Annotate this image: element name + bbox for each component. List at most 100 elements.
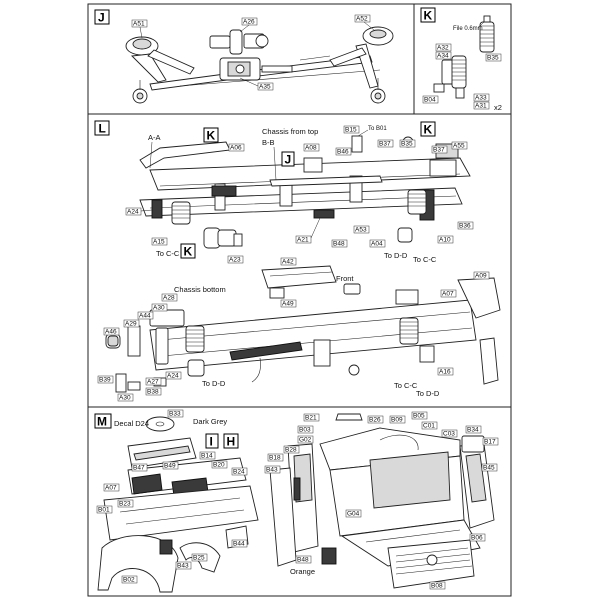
panel-l-bottom-labels: A49 Front A09 A07 Chassis bottom A28 A30… (97, 271, 490, 402)
svg-text:B03: B03 (299, 427, 311, 434)
svg-text:B15: B15 (345, 127, 357, 134)
svg-text:B47: B47 (133, 465, 145, 472)
svg-text:A10: A10 (439, 237, 451, 244)
svg-text:A42: A42 (282, 259, 294, 266)
svg-text:A35: A35 (259, 84, 271, 91)
svg-text:To C-C: To C-C (156, 249, 180, 258)
svg-text:A53: A53 (355, 227, 367, 234)
svg-text:B45: B45 (483, 465, 495, 472)
svg-text:A33: A33 (475, 95, 487, 102)
panel-l-top-labels: A-A Chassis from top B-B To B01 A06 A08 … (125, 125, 474, 266)
svg-text:A07: A07 (105, 485, 117, 492)
ref-badge-i: I (205, 433, 219, 449)
svg-text:File 0.6mm: File 0.6mm (453, 26, 483, 32)
svg-text:B17: B17 (484, 439, 496, 446)
svg-text:B23: B23 (119, 501, 131, 508)
ref-badge-h: H (223, 433, 239, 449)
svg-text:B37: B37 (433, 147, 445, 154)
svg-text:B18: B18 (269, 455, 281, 462)
svg-text:B43: B43 (177, 563, 189, 570)
svg-text:A24: A24 (167, 373, 179, 380)
step-badge-k: K (420, 7, 436, 23)
svg-text:B-B: B-B (262, 138, 275, 147)
svg-text:B28: B28 (285, 447, 297, 454)
svg-text:A-A: A-A (148, 133, 161, 142)
svg-text:B36: B36 (459, 223, 471, 230)
svg-text:A46: A46 (105, 329, 117, 336)
svg-text:To D-D: To D-D (416, 389, 440, 398)
step-badge-j: J (94, 9, 110, 25)
svg-text:B05: B05 (413, 413, 425, 420)
svg-text:A15: A15 (153, 239, 165, 246)
svg-text:A09: A09 (475, 273, 487, 280)
svg-text:B48: B48 (333, 241, 345, 248)
svg-text:K: K (207, 129, 216, 143)
svg-text:A29: A29 (125, 321, 137, 328)
svg-text:Chassis bottom: Chassis bottom (174, 285, 226, 294)
svg-text:A30: A30 (119, 395, 131, 402)
dashboard-fender-assembly (97, 416, 259, 593)
svg-text:J: J (98, 11, 105, 25)
svg-text:A32: A32 (437, 45, 449, 52)
svg-text:A30: A30 (153, 305, 165, 312)
svg-text:A16: A16 (439, 369, 451, 376)
svg-text:B26: B26 (369, 417, 381, 424)
svg-text:B38: B38 (147, 389, 159, 396)
svg-text:To C-C: To C-C (394, 381, 418, 390)
svg-text:A07: A07 (442, 291, 454, 298)
panel-k-labels: File 0.6mm A32 A34 B35 B04 A33 A31 x2 (422, 21, 502, 112)
svg-text:B14: B14 (201, 453, 213, 460)
shock-absorber-assembly (433, 15, 495, 99)
svg-text:B25: B25 (193, 555, 205, 562)
svg-text:Front: Front (336, 274, 354, 283)
svg-text:H: H (227, 435, 236, 449)
svg-text:B04: B04 (424, 97, 436, 104)
front-axle-assembly (125, 26, 394, 104)
svg-text:A52: A52 (356, 16, 368, 23)
svg-text:A26: A26 (243, 19, 255, 26)
svg-text:B35: B35 (401, 141, 413, 148)
svg-text:Orange: Orange (290, 567, 315, 576)
panel-j-labels: A51 A26 A52 A35 (131, 14, 375, 91)
panel-m-right-labels: B21 B26 B09 B05 C01 C03 B34 B17 B03 G02 … (264, 411, 499, 590)
svg-text:B33: B33 (169, 411, 181, 418)
svg-text:J: J (285, 153, 292, 167)
svg-text:A51: A51 (133, 21, 145, 28)
svg-text:I: I (210, 435, 213, 449)
svg-text:B34: B34 (467, 427, 479, 434)
svg-text:M: M (97, 415, 107, 429)
svg-text:A21: A21 (297, 237, 309, 244)
svg-text:To D-D: To D-D (384, 251, 408, 260)
chassis-bottom-view (105, 265, 501, 393)
svg-text:B02: B02 (123, 577, 135, 584)
svg-text:G02: G02 (299, 437, 312, 444)
step-badge-l: L (94, 120, 110, 136)
svg-text:B49: B49 (164, 463, 176, 470)
svg-text:B01: B01 (98, 507, 110, 514)
svg-text:A44: A44 (139, 313, 151, 320)
svg-text:A06: A06 (230, 145, 242, 152)
svg-text:B44: B44 (233, 541, 245, 548)
svg-text:B21: B21 (305, 415, 317, 422)
svg-text:B46: B46 (337, 149, 349, 156)
ref-badge-k-1: K (203, 127, 219, 143)
svg-text:B09: B09 (391, 417, 403, 424)
ref-badge-k-3: K (420, 121, 436, 137)
svg-text:B48: B48 (297, 557, 309, 564)
svg-text:B37: B37 (379, 141, 391, 148)
svg-text:To B01: To B01 (368, 126, 387, 132)
svg-text:K: K (184, 245, 193, 259)
ref-badge-j: J (281, 151, 295, 167)
svg-text:A24: A24 (127, 209, 139, 216)
svg-text:B24: B24 (233, 469, 245, 476)
panel-m-frame (87, 406, 512, 597)
svg-text:G04: G04 (347, 511, 360, 518)
svg-text:To C-C: To C-C (413, 255, 437, 264)
svg-text:B35: B35 (487, 55, 499, 62)
ref-badge-k-2: K (180, 243, 196, 259)
svg-text:B06: B06 (471, 535, 483, 542)
svg-text:K: K (424, 123, 433, 137)
svg-text:A49: A49 (282, 301, 294, 308)
svg-text:A34: A34 (437, 53, 449, 60)
